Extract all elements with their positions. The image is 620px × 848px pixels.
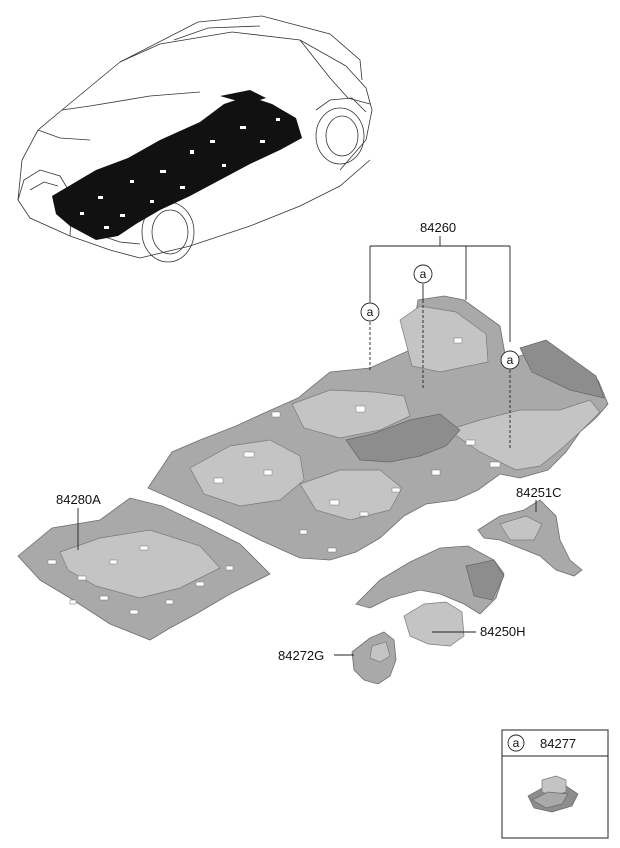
- label-84272g: 84272G: [278, 648, 324, 663]
- label-84277: 84277: [540, 736, 576, 751]
- rear-floor-carpet: [17, 497, 271, 641]
- vehicle-overview-illustration: [17, 15, 373, 263]
- clip-part: [527, 775, 579, 813]
- small-cover-84272g: [351, 631, 397, 685]
- label-84260: 84260: [420, 220, 456, 235]
- label-84280a: 84280A: [56, 492, 101, 507]
- leader-lines: [77, 236, 537, 656]
- callout-a-center: a: [413, 264, 433, 284]
- label-84250h: 84250H: [480, 624, 526, 639]
- svg-text:a: a: [420, 267, 427, 281]
- floor-mat-highlight: [52, 96, 302, 240]
- center-cover-84250h: [355, 545, 505, 647]
- label-84251c: 84251C: [516, 485, 562, 500]
- svg-text:a: a: [507, 353, 514, 367]
- side-cover-84251c: [477, 499, 583, 577]
- callout-a-right: a: [500, 350, 520, 370]
- svg-text:a: a: [367, 305, 374, 319]
- callout-a-left: a: [360, 302, 380, 322]
- main-floor-carpet: [147, 295, 609, 561]
- svg-text:a: a: [513, 736, 520, 750]
- clip-inset-box: a 84277: [501, 729, 609, 839]
